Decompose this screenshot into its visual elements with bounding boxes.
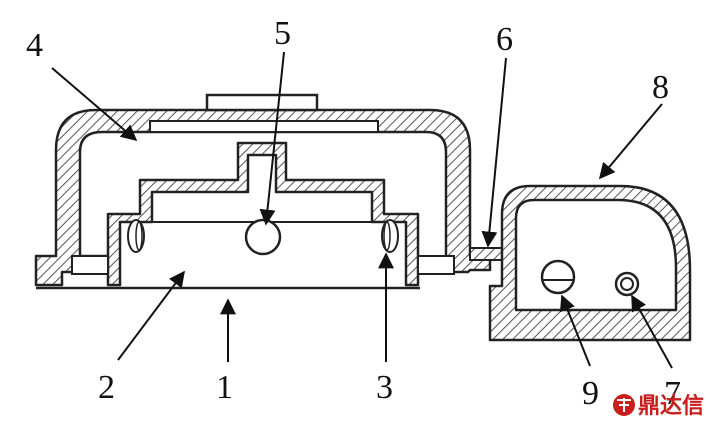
left-side-hole-inner (135, 221, 143, 251)
connecting-pipe (469, 247, 507, 261)
right-seat-block (417, 255, 455, 275)
sensor-9 (540, 259, 576, 295)
inner-housing (106, 141, 420, 287)
component-7-inner (620, 277, 634, 291)
center-hole (244, 218, 282, 256)
top-plate-inner (149, 120, 379, 133)
leader-4 (51, 67, 138, 142)
leader-9 (559, 294, 591, 367)
watermark-logo: 鼎达信 (613, 393, 704, 419)
right-side-hole-inner (383, 221, 391, 251)
right-chamber-shell (488, 184, 692, 342)
label-1: 1 (216, 369, 233, 406)
leader-7 (631, 294, 673, 369)
label-7: 7 (664, 375, 681, 412)
label-6: 6 (496, 21, 513, 58)
label-8: 8 (652, 69, 669, 106)
label-2: 2 (98, 369, 115, 406)
leader-8 (598, 103, 663, 180)
watermark-text: 鼎达信 (638, 393, 704, 419)
label-4: 4 (26, 27, 43, 64)
leader-6 (481, 57, 507, 248)
label-3: 3 (376, 369, 393, 406)
top-plate (205, 93, 319, 112)
leader-2 (117, 270, 185, 361)
label-9: 9 (582, 375, 599, 412)
leader-5 (259, 51, 285, 226)
label-5: 5 (274, 15, 291, 52)
left-seat-block (71, 255, 109, 275)
